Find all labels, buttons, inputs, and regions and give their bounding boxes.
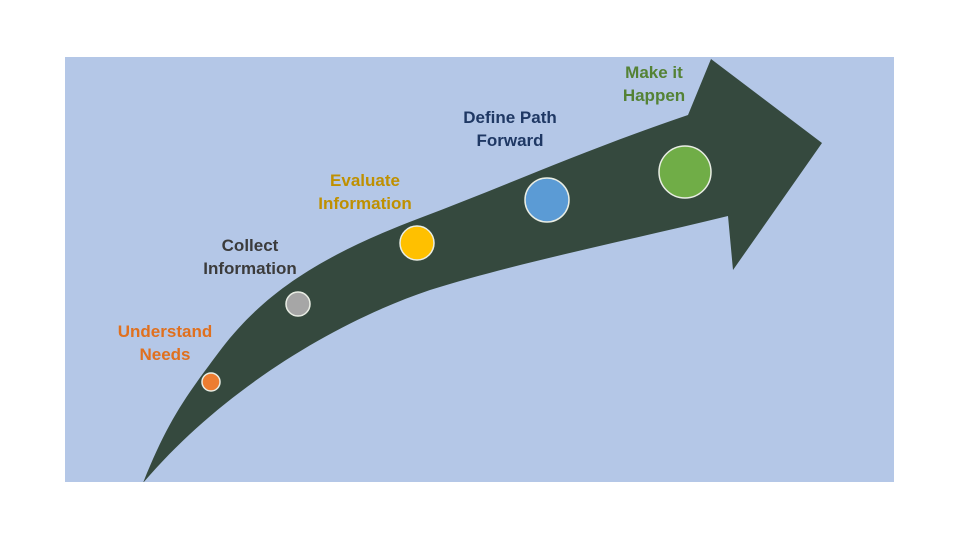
step-label-line: Make it bbox=[625, 63, 683, 82]
step-label-line: Needs bbox=[139, 345, 191, 364]
growth-arrow-diagram bbox=[143, 59, 822, 482]
step-dot-define-path-forward bbox=[524, 177, 570, 223]
step-label-line: Understand bbox=[117, 322, 213, 341]
step-dot-make-it-happen bbox=[658, 145, 712, 199]
step-label-line: Information bbox=[203, 259, 297, 278]
step-dot-understand-needs bbox=[201, 372, 221, 392]
step-label-line: Forward bbox=[476, 131, 544, 150]
step-label-line: Evaluate bbox=[330, 171, 400, 190]
step-label-collect-information: Collect Information bbox=[203, 234, 297, 280]
slide-background bbox=[65, 57, 894, 482]
step-label-understand-needs: Understand Needs bbox=[118, 320, 212, 366]
step-label-line: Define Path bbox=[463, 108, 557, 127]
swoosh-arrow-shape bbox=[143, 59, 822, 482]
step-label-evaluate-information: Evaluate Information bbox=[318, 169, 412, 215]
step-dot-collect-information bbox=[285, 291, 311, 317]
step-dot-evaluate-information bbox=[399, 225, 435, 261]
step-label-line: Information bbox=[318, 194, 412, 213]
step-label-line: Happen bbox=[622, 86, 686, 105]
step-label-line: Collect bbox=[221, 236, 279, 255]
step-label-define-path-forward: Define Path Forward bbox=[463, 106, 557, 152]
step-label-make-it-happen: Make it Happen bbox=[623, 61, 685, 107]
